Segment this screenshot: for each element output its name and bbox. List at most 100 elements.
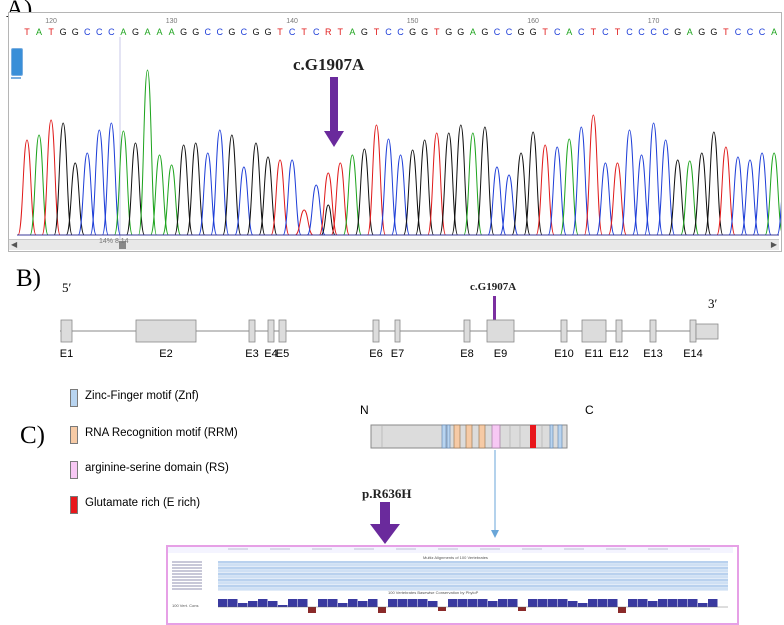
base-call: G bbox=[60, 27, 67, 37]
base-call: C bbox=[650, 27, 657, 37]
phylop-bar bbox=[498, 599, 508, 607]
five-prime-label: 5′ bbox=[62, 280, 72, 295]
phylop-bar bbox=[708, 599, 718, 607]
trace-peak bbox=[680, 160, 700, 236]
exon-box bbox=[248, 319, 256, 343]
protein-mutation-arrow-icon bbox=[370, 502, 400, 544]
phylop-bar bbox=[698, 603, 708, 607]
exon-label: E12 bbox=[609, 348, 629, 360]
base-call: G bbox=[264, 27, 271, 37]
trace-peak bbox=[113, 130, 133, 236]
exon-box bbox=[689, 319, 697, 343]
base-call: G bbox=[72, 27, 79, 37]
trace-peak bbox=[234, 166, 254, 236]
trace-peak bbox=[656, 139, 676, 236]
exon-label: E6 bbox=[369, 348, 383, 360]
alignment-row bbox=[218, 564, 728, 567]
trace-peak bbox=[571, 126, 591, 236]
exon-label: E14 bbox=[683, 348, 703, 360]
exon-label: E2 bbox=[159, 348, 173, 360]
status-text: 14% 8.14 bbox=[99, 238, 129, 245]
base-call: G bbox=[421, 27, 428, 37]
chromatogram-mutation-label: c.G1907A bbox=[293, 55, 365, 74]
scroll-right-icon[interactable]: ▶ bbox=[770, 240, 777, 249]
base-call: T bbox=[723, 27, 729, 37]
species-label bbox=[172, 585, 202, 587]
base-call: C bbox=[494, 27, 501, 37]
phylop-bar bbox=[448, 599, 458, 607]
trace-peak bbox=[210, 129, 230, 236]
phylop-bar bbox=[408, 599, 418, 607]
base-call: T bbox=[48, 27, 54, 37]
phylop-bar bbox=[248, 601, 258, 607]
species-label bbox=[172, 579, 202, 581]
scroll-handle[interactable] bbox=[11, 48, 23, 76]
exon-box bbox=[615, 319, 623, 343]
phylop-bar bbox=[548, 599, 558, 607]
base-call: G bbox=[530, 27, 537, 37]
base-call: G bbox=[518, 27, 525, 37]
erich-domain bbox=[530, 425, 536, 448]
protein-mutation-label: p.R636H bbox=[362, 486, 412, 501]
phylop-title: 100 Vertebrates Basewise Conservation by… bbox=[388, 590, 479, 595]
base-call: C bbox=[626, 27, 633, 37]
base-call: A bbox=[120, 27, 126, 37]
phylop-bar bbox=[618, 607, 626, 613]
erich-swatch bbox=[70, 496, 78, 514]
phylop-bar bbox=[488, 601, 498, 607]
phylop-bar bbox=[278, 605, 288, 607]
exon-box bbox=[560, 319, 568, 343]
trace-peak bbox=[728, 156, 748, 236]
exon-box bbox=[649, 319, 657, 343]
phylop-bar bbox=[688, 599, 698, 607]
phylop-bar bbox=[348, 599, 358, 607]
base-call: T bbox=[277, 27, 283, 37]
alignment-row bbox=[218, 588, 728, 591]
multiz-title: Multiz Alignments of 100 Vertebrates bbox=[423, 555, 488, 560]
trace-peak bbox=[222, 134, 242, 236]
trace-peak bbox=[535, 144, 555, 236]
trace-peak bbox=[282, 159, 302, 236]
scroll-left-icon[interactable]: ◀ bbox=[11, 240, 18, 249]
phylop-bar bbox=[368, 599, 378, 607]
base-call: G bbox=[228, 27, 235, 37]
trace-peak bbox=[391, 154, 411, 236]
alignment-row bbox=[218, 567, 728, 570]
trace-peak bbox=[475, 126, 495, 236]
horizontal-scrollbar[interactable]: ◀ 14% 8.14 ▶ bbox=[9, 238, 779, 250]
exon-label: E1 bbox=[59, 348, 74, 360]
trace-peak bbox=[403, 149, 423, 236]
phylop-bar bbox=[608, 599, 618, 607]
exon-box bbox=[267, 319, 275, 343]
exon-label: E7 bbox=[390, 348, 405, 360]
trace-peak bbox=[764, 152, 781, 236]
phylop-bar bbox=[568, 601, 578, 607]
rrm-domain bbox=[465, 424, 473, 449]
trace-peak bbox=[198, 152, 218, 236]
scroll-thumb[interactable] bbox=[119, 241, 126, 249]
phylop-bar bbox=[378, 607, 386, 613]
rs-domain bbox=[491, 424, 501, 449]
trace-peak bbox=[41, 119, 61, 236]
trace-peak bbox=[89, 129, 109, 236]
legend-item-rs: arginine-serine domain (RS) bbox=[85, 462, 229, 474]
base-call: C bbox=[108, 27, 115, 37]
alignment-row bbox=[218, 579, 728, 582]
trace-peak bbox=[487, 166, 507, 236]
trace-peak bbox=[77, 152, 97, 236]
base-call: C bbox=[217, 27, 224, 37]
base-call: A bbox=[144, 27, 150, 37]
phylop-bar bbox=[418, 599, 428, 607]
alignment-row bbox=[218, 585, 728, 588]
base-call: T bbox=[301, 27, 307, 37]
trace-peak bbox=[17, 139, 37, 236]
base-call: C bbox=[289, 27, 296, 37]
phylop-bar bbox=[458, 599, 468, 607]
n-terminus-label: N bbox=[360, 403, 369, 417]
trace-peak bbox=[258, 156, 278, 236]
rs-swatch bbox=[70, 461, 78, 479]
phylop-bar bbox=[678, 599, 688, 607]
exon-box bbox=[372, 319, 380, 343]
exon-box bbox=[60, 319, 73, 343]
trace-peak bbox=[320, 204, 336, 236]
